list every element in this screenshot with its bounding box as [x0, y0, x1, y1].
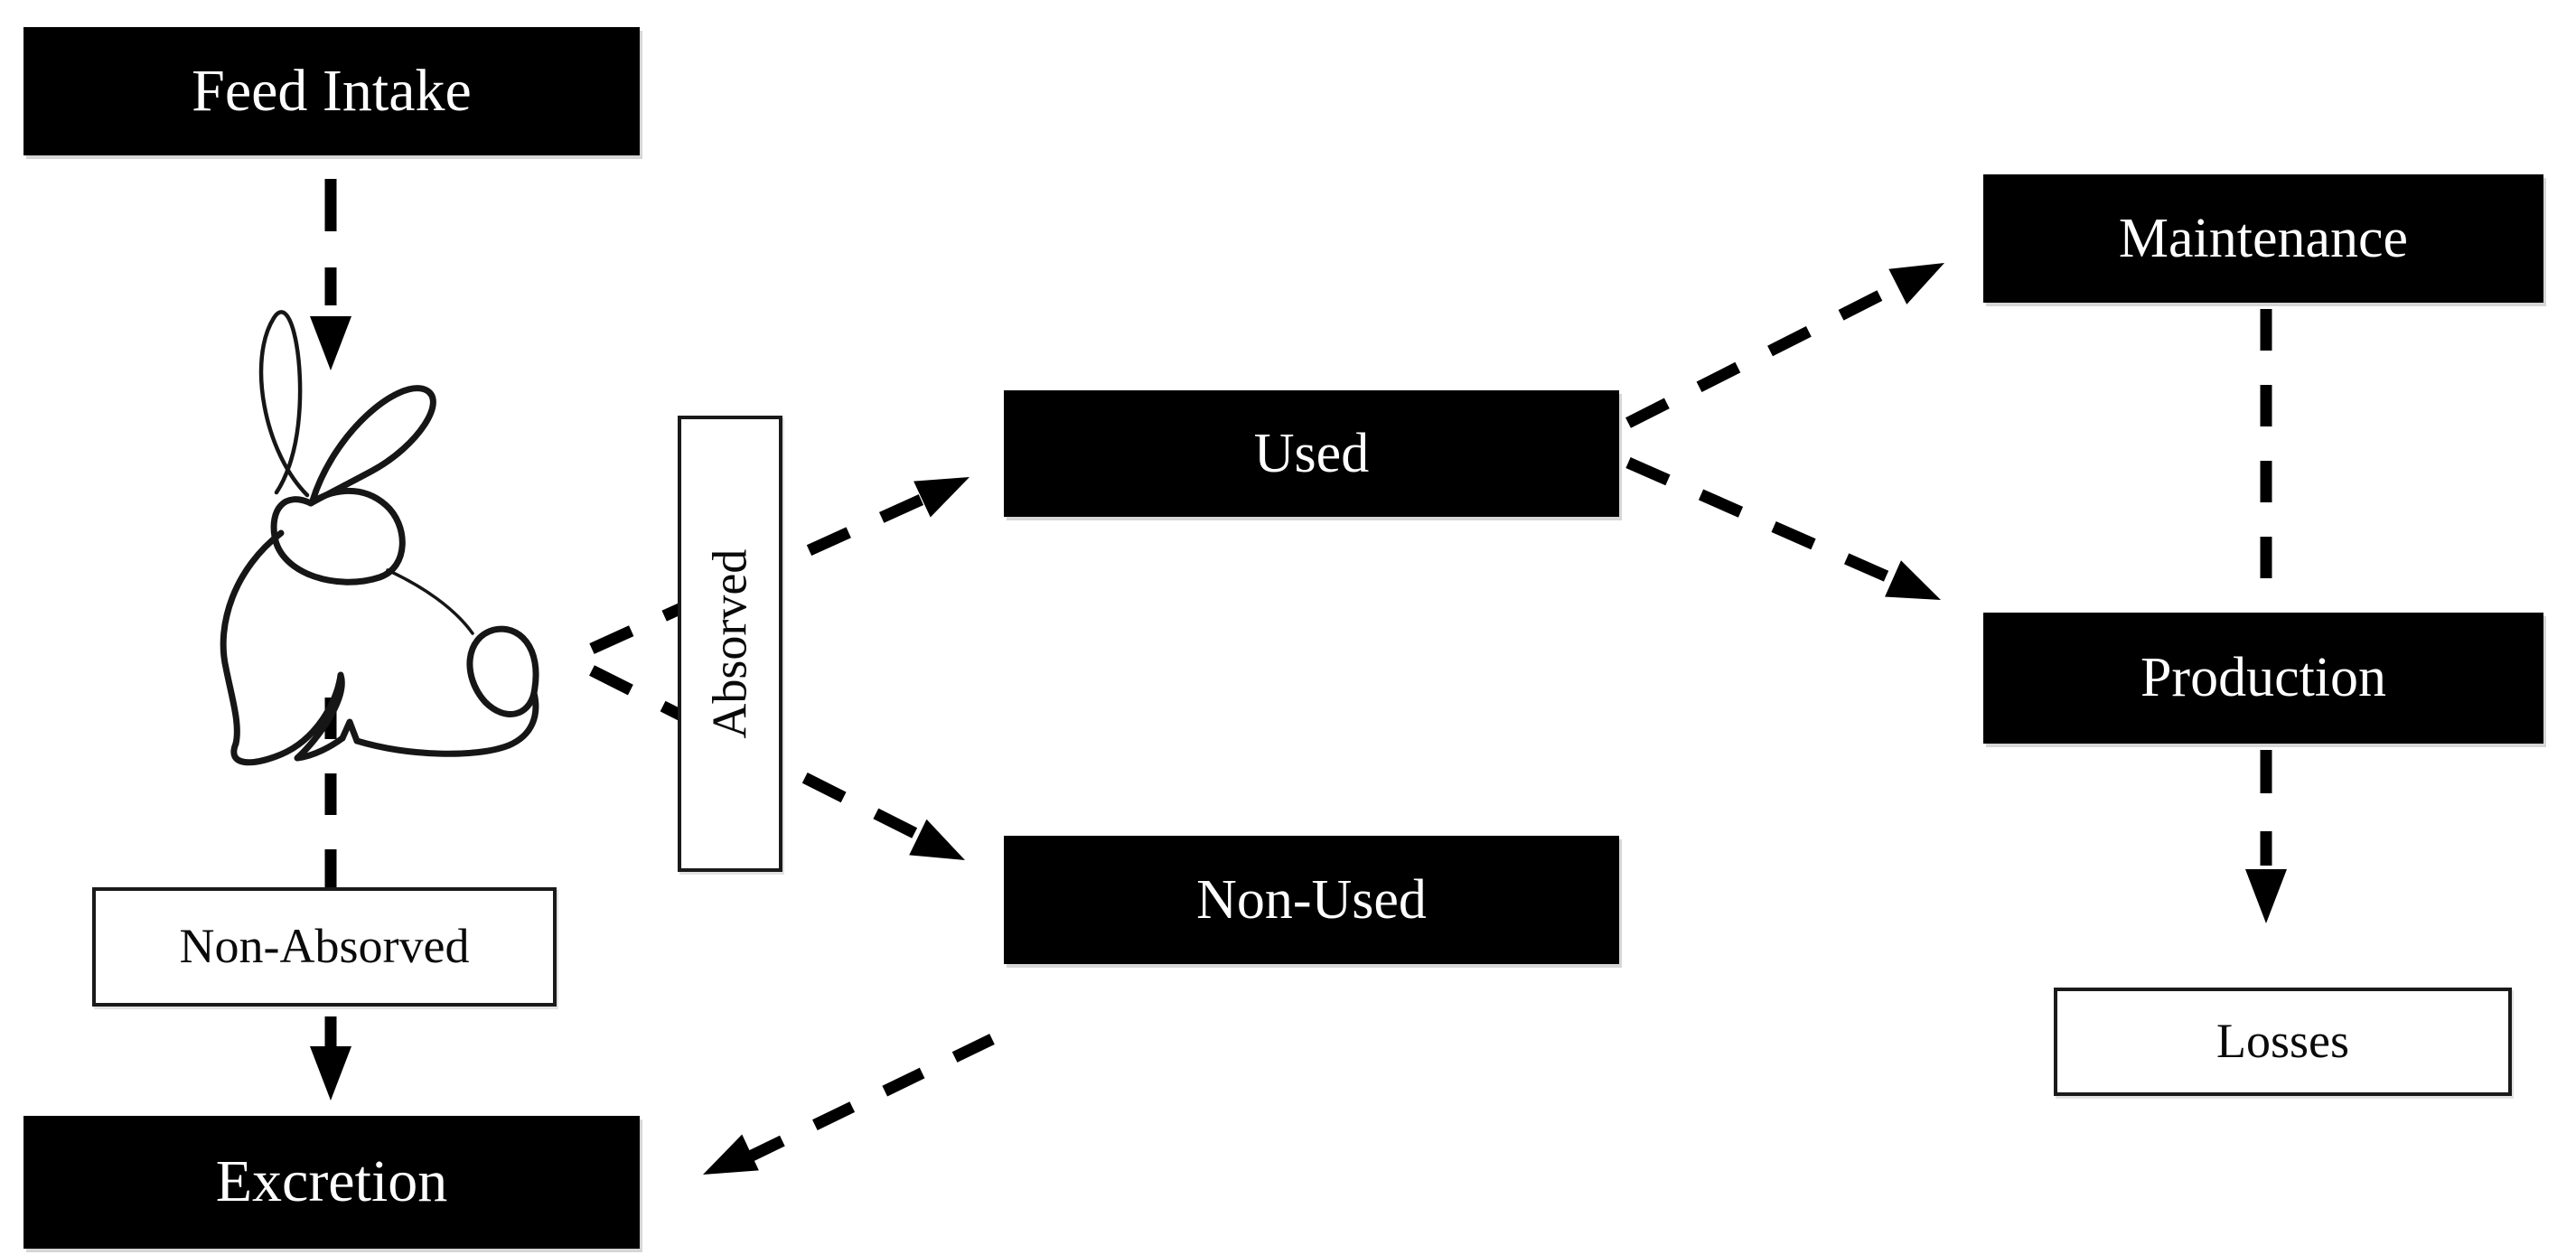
node-non-used-label: Non-Used: [1196, 868, 1427, 931]
edge-production-to-losses: [2245, 750, 2287, 923]
edge-used-to-production: [1625, 457, 1941, 600]
node-non-used: Non-Used: [1004, 836, 1619, 964]
node-feed-intake: Feed Intake: [23, 27, 640, 155]
edge-used-to-maintenance: [1625, 263, 1944, 428]
edge-feed-intake-to-animal: [310, 179, 351, 370]
node-maintenance-label: Maintenance: [2118, 207, 2409, 269]
edge-non-used-to-excretion: [703, 1034, 995, 1175]
edge-animal-to-non-used: [589, 665, 965, 860]
node-excretion-label: Excretion: [215, 1148, 448, 1215]
node-losses-label: Losses: [2216, 1014, 2349, 1069]
rabbit-line-art-icon: [220, 310, 539, 766]
edge-animal-to-used: [589, 477, 970, 654]
node-absorbed-label: Absorved: [702, 548, 757, 739]
edge-non-absorbed-to-excretion: [310, 1016, 351, 1100]
node-maintenance: Maintenance: [1983, 174, 2543, 303]
node-feed-intake-label: Feed Intake: [192, 57, 472, 124]
node-used: Used: [1004, 390, 1619, 517]
node-non-absorbed: Non-Absorved: [92, 887, 557, 1007]
node-absorbed: Absorved: [678, 416, 782, 872]
node-losses: Losses: [2054, 988, 2512, 1096]
node-production: Production: [1983, 613, 2543, 744]
node-excretion: Excretion: [23, 1116, 640, 1249]
node-non-absorbed-label: Non-Absorved: [179, 919, 470, 974]
node-production-label: Production: [2140, 647, 2387, 709]
node-used-label: Used: [1253, 422, 1370, 484]
